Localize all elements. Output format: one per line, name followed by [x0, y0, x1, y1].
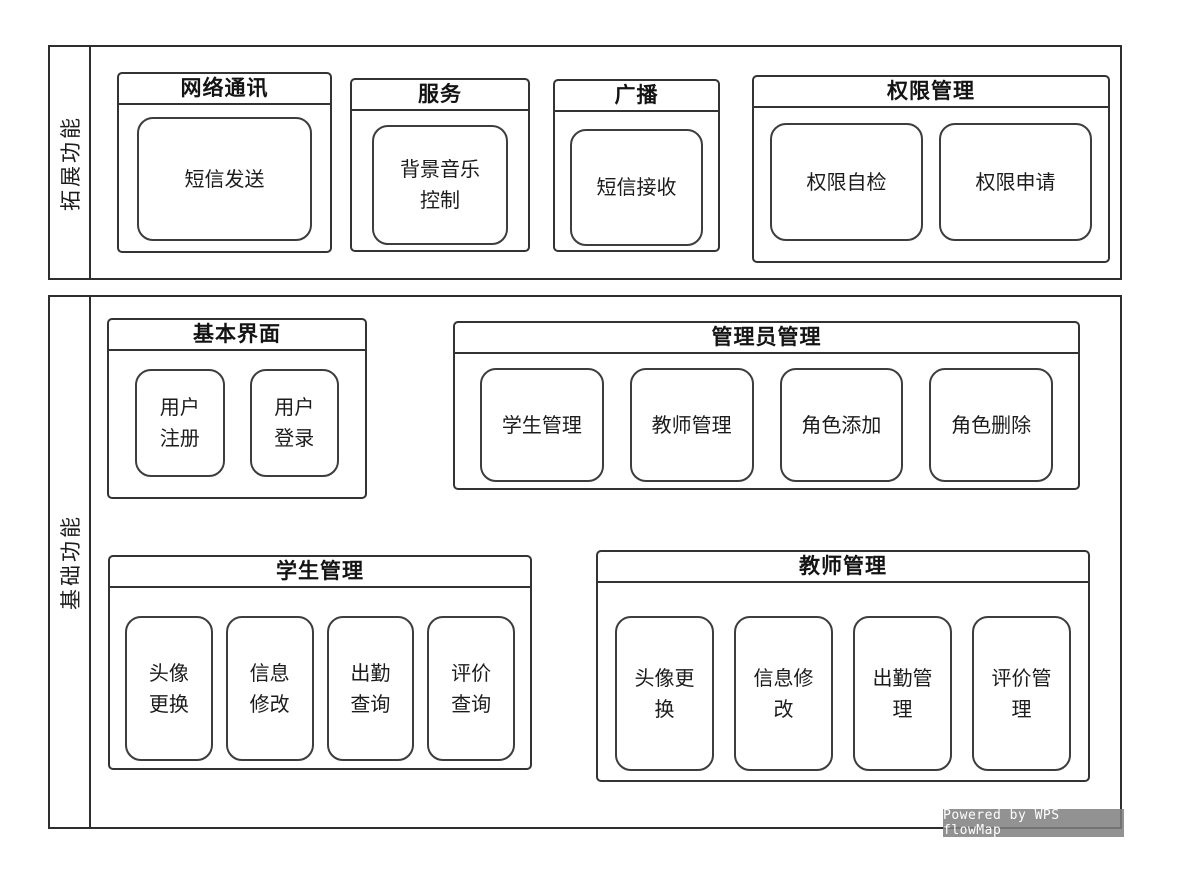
group-title: 权限管理	[754, 77, 1108, 108]
group-body: 用户 注册 用户 登录	[109, 351, 365, 497]
student-management-node: 学生管理	[480, 368, 604, 482]
attendance-management-node: 出勤管 理	[853, 616, 952, 771]
user-login-node: 用户 登录	[249, 369, 339, 477]
band-extended-label-strip: 拓展功能	[50, 47, 91, 278]
sms-receive-node: 短信接收	[570, 129, 703, 246]
group-body: 短信发送	[119, 105, 330, 251]
permission-self-check-node: 权限自检	[770, 123, 923, 241]
group-body: 短信接收	[555, 112, 718, 250]
role-add-node: 角色添加	[779, 368, 904, 482]
group-box-basic-interface: 基本界面 用户 注册 用户 登录	[107, 318, 367, 499]
attendance-query-node: 出勤 查询	[326, 616, 415, 761]
group-box-admin-management: 管理员管理 学生管理 教师管理 角色添加 角色删除	[453, 321, 1080, 490]
band-extended-functions: 拓展功能 网络通讯 短信发送 服务 背景音乐 控制 广播 短信接收 权限管理 权…	[48, 45, 1122, 280]
group-box-service: 服务 背景音乐 控制	[350, 78, 530, 252]
group-body: 头像 更换 信息 修改 出勤 查询 评价 查询	[110, 588, 530, 768]
group-title: 服务	[352, 80, 528, 111]
group-title: 网络通讯	[119, 74, 330, 105]
band-basic-label-strip: 基础功能	[50, 297, 91, 827]
group-body: 学生管理 教师管理 角色添加 角色删除	[455, 354, 1078, 488]
teacher-avatar-change-node: 头像更 换	[615, 616, 714, 771]
group-title: 基本界面	[109, 320, 365, 351]
band-basic-label: 基础功能	[58, 514, 83, 610]
group-box-broadcast: 广播 短信接收	[553, 79, 720, 252]
teacher-management-node: 教师管理	[629, 368, 754, 482]
band-extended-label: 拓展功能	[58, 114, 83, 211]
teacher-info-edit-node: 信息修 改	[734, 616, 833, 771]
group-box-permission-management: 权限管理 权限自检 权限申请	[752, 75, 1110, 263]
group-body: 权限自检 权限申请	[754, 108, 1108, 261]
group-box-teacher-management: 教师管理 头像更 换 信息修 改 出勤管 理 评价管 理	[596, 550, 1090, 782]
group-box-network-communication: 网络通讯 短信发送	[117, 72, 332, 253]
role-delete-node: 角色删除	[929, 368, 1053, 482]
user-register-node: 用户 注册	[135, 369, 225, 477]
group-body: 背景音乐 控制	[352, 111, 528, 250]
group-box-student-management: 学生管理 头像 更换 信息 修改 出勤 查询 评价 查询	[108, 555, 532, 770]
group-title: 广播	[555, 81, 718, 112]
band-basic-functions: 基础功能 基本界面 用户 注册 用户 登录 管理员管理 学生管理 教师管理 角色…	[48, 295, 1122, 829]
watermark-badge: Powered by WPS flowMap	[943, 808, 1124, 838]
avatar-change-node: 头像 更换	[125, 616, 213, 761]
evaluation-management-node: 评价管 理	[972, 616, 1071, 771]
group-title: 管理员管理	[455, 323, 1078, 354]
group-body: 头像更 换 信息修 改 出勤管 理 评价管 理	[598, 583, 1088, 780]
permission-apply-node: 权限申请	[939, 123, 1092, 241]
info-edit-node: 信息 修改	[225, 616, 314, 761]
group-title: 教师管理	[598, 552, 1088, 583]
sms-send-node: 短信发送	[137, 117, 312, 241]
group-title: 学生管理	[110, 557, 530, 588]
evaluation-query-node: 评价 查询	[427, 616, 515, 761]
background-music-control-node: 背景音乐 控制	[372, 125, 508, 245]
